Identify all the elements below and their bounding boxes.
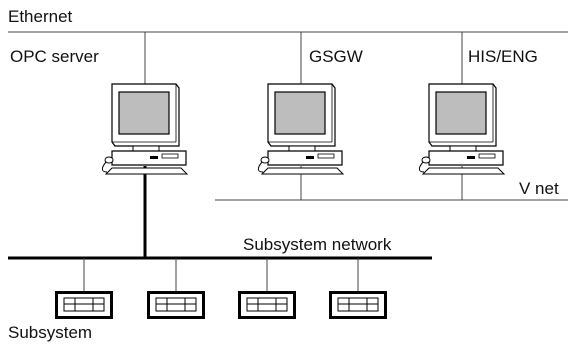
- his-eng-label: HIS/ENG: [468, 47, 538, 66]
- opc-server-label: OPC server: [10, 47, 99, 66]
- subsystem-controller-icon: [54, 290, 114, 320]
- gsgw-label: GSGW: [309, 47, 363, 66]
- his-eng-computer-icon: [418, 83, 505, 175]
- subsystem-label: Subsystem: [8, 323, 93, 342]
- opc-server-computer-icon: [101, 83, 188, 175]
- v-net-label: V net: [519, 179, 559, 198]
- subsystem-controller-icon: [146, 290, 206, 320]
- subsystem-controller-icon: [328, 290, 388, 320]
- subsystem-network-label: Subsystem network: [243, 235, 392, 254]
- subsystem-controller-icon: [237, 290, 297, 320]
- gsgw-computer-icon: [257, 83, 344, 175]
- ethernet-label: Ethernet: [8, 7, 73, 26]
